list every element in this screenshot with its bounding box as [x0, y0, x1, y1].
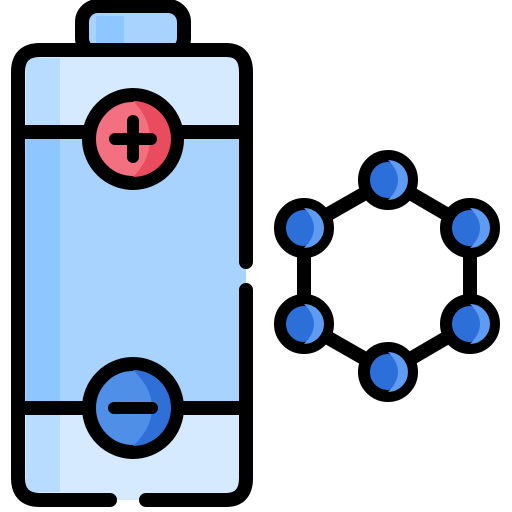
atom-icon: [358, 342, 418, 402]
battery-body: [11, 43, 253, 507]
battery-cap: [75, 0, 191, 61]
atom-icon: [358, 150, 418, 210]
atom-icon: [274, 198, 334, 258]
atom-icon: [440, 198, 500, 258]
positive-terminal-icon: [82, 88, 184, 190]
atom-icon: [274, 294, 334, 354]
atom-icon: [440, 294, 500, 354]
negative-terminal-icon: [82, 357, 184, 459]
graphene-molecule-icon: [274, 150, 500, 402]
